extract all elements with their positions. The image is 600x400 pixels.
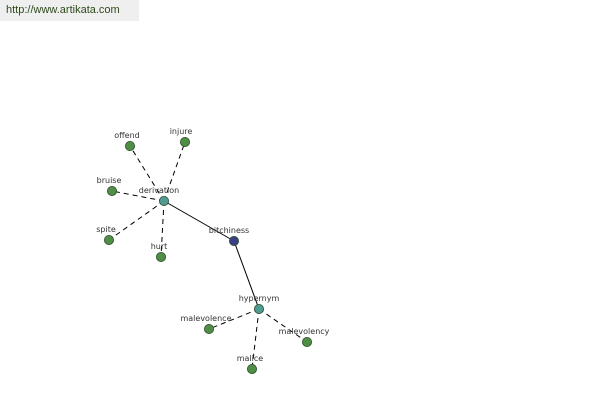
node-derivation[interactable] (158, 195, 169, 206)
node-injure[interactable] (179, 136, 190, 147)
graph-labels: bitchiness derivation hypernym offend injure… (96, 127, 329, 363)
graph-nodes (104, 136, 312, 374)
node-label-derivation: derivation (139, 186, 179, 195)
edge-derivation-offend (129, 145, 165, 202)
node-bruise[interactable] (107, 185, 118, 196)
edge-hypernym-malice (251, 308, 260, 370)
graph-edges (108, 141, 308, 370)
site-url[interactable]: http://www.artikata.com (6, 4, 120, 16)
node-label-bruise: bruise (97, 176, 122, 185)
node-malevolence[interactable] (203, 323, 214, 334)
node-label-malice: malice (237, 354, 264, 363)
node-hypernym[interactable] (253, 303, 264, 314)
edge-bitchiness-derivation (163, 200, 235, 242)
edge-derivation-hurt (160, 200, 165, 258)
node-label-malevolency: malevolency (279, 327, 330, 336)
node-label-bitchiness: bitchiness (209, 226, 249, 235)
edge-derivation-spite (108, 200, 165, 241)
node-label-hypernym: hypernym (239, 294, 280, 303)
node-spite[interactable] (104, 234, 115, 245)
url-banner: http://www.artikata.com (0, 0, 139, 21)
node-label-spite: spite (96, 225, 116, 234)
node-malice[interactable] (246, 363, 257, 374)
node-malevolency[interactable] (301, 336, 312, 347)
node-label-injure: injure (170, 127, 193, 136)
edge-derivation-injure (163, 141, 186, 202)
node-label-malevolence: malevolence (180, 314, 231, 323)
node-hurt[interactable] (155, 251, 166, 262)
node-label-offend: offend (114, 131, 139, 140)
node-label-hurt: hurt (151, 242, 168, 251)
edge-bitchiness-hypernym (233, 240, 260, 310)
node-bitchiness[interactable] (228, 235, 239, 246)
node-offend[interactable] (125, 140, 136, 151)
edge-hypernym-malevolency (258, 308, 308, 343)
